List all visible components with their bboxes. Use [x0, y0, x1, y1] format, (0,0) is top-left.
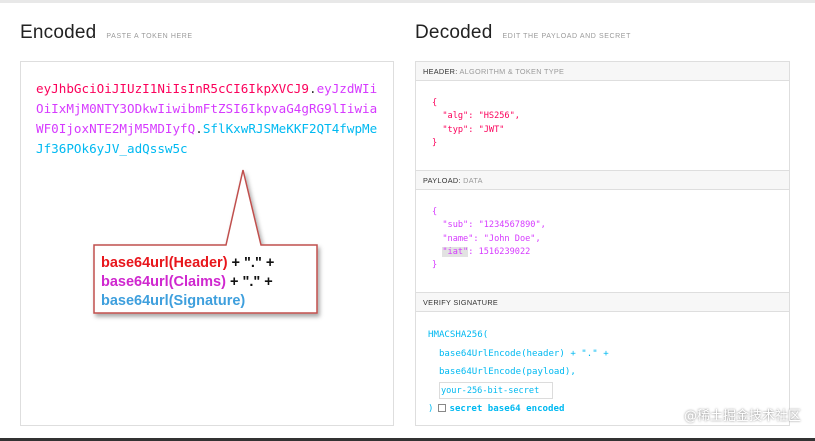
indent: [432, 247, 442, 257]
iat-key-highlighted[interactable]: "iat": [442, 246, 469, 257]
signature-editor: HMACSHA256( base64UrlEncode(header) + ".…: [416, 312, 789, 441]
callout-line-signature: base64url(Signature): [101, 292, 274, 311]
json-line-iat: "iat": 1516239022: [432, 246, 789, 259]
json-line-sub: "sub": "1234567890",: [432, 220, 546, 231]
callout-text: base64url(Header) + "." + base64url(Clai…: [101, 254, 274, 311]
top-divider: [0, 0, 815, 3]
iat-value: : 1516239022: [468, 246, 531, 257]
json-line: }: [432, 260, 438, 271]
payload-json-editor[interactable]: { "sub": "1234567890", "name": "John Doe…: [416, 190, 789, 293]
header-pane-sublabel: ALGORITHM & TOKEN TYPE: [459, 67, 565, 76]
header-pane-label: HEADER:: [423, 67, 458, 76]
encode-payload-line: base64UrlEncode(payload),: [428, 367, 576, 377]
close-line: ) secret base64 encoded: [428, 400, 789, 419]
secret-line: [428, 382, 789, 401]
header-pane-title: HEADER: ALGORITHM & TOKEN TYPE: [416, 62, 789, 81]
token-dot: .: [195, 121, 203, 136]
close-paren: ): [428, 404, 434, 414]
json-line: "alg": "HS256",: [432, 111, 520, 122]
callout-concat: + "." +: [227, 255, 275, 271]
json-line: }: [432, 137, 438, 148]
token-signature-part: SflKxwRJSMeKKF2QT4fwpMeJf36POk6yJV_adQss…: [36, 121, 378, 156]
payload-pane-sublabel: DATA: [463, 176, 483, 185]
base64-checkbox[interactable]: [438, 404, 447, 412]
callout-signature-label: base64url(Signature): [101, 293, 246, 309]
token-header-part: eyJhbGciOiJIUzI1NiIsInR5cCI6IkpXVCJ9: [36, 81, 309, 96]
json-line: {: [432, 207, 438, 217]
hmac-function-line: HMACSHA256(: [428, 330, 489, 340]
decoded-section-title: Decoded EDIT THE PAYLOAD AND SECRET: [415, 22, 631, 44]
payload-pane-title: PAYLOAD: DATA: [416, 171, 789, 190]
secret-input[interactable]: [438, 382, 553, 399]
json-line-name: "name": "John Doe",: [432, 233, 541, 244]
encoded-heading: Encoded: [20, 22, 97, 43]
json-line: "typ": "JWT": [432, 124, 505, 135]
token-dot: .: [308, 81, 317, 96]
encode-header-line: base64UrlEncode(header) + "." +: [428, 348, 609, 359]
signature-pane-label: VERIFY SIGNATURE: [423, 298, 499, 307]
signature-pane-title: VERIFY SIGNATURE: [416, 293, 789, 312]
token-payload-part: eyJzdWIiOiIxMjM0NTY3ODkwIiwibmFtZSI6Ikpv…: [36, 81, 378, 136]
watermark-text: @稀土掘金技术社区: [683, 409, 801, 424]
header-json-editor[interactable]: { "alg": "HS256", "typ": "JWT" }: [416, 81, 789, 171]
callout-header-label: base64url(Header): [101, 255, 228, 271]
callout-line-claims: base64url(Claims) + "." +: [101, 273, 274, 292]
encoded-section-title: Encoded PASTE A TOKEN HERE: [20, 22, 193, 44]
callout-line-header: base64url(Header) + "." +: [101, 254, 274, 273]
decoded-panel: HEADER: ALGORITHM & TOKEN TYPE { "alg": …: [415, 61, 790, 426]
callout-concat: + "." +: [225, 274, 273, 290]
json-line: {: [432, 98, 438, 108]
base64-checkbox-label[interactable]: secret base64 encoded: [449, 404, 565, 414]
decoded-subheading: EDIT THE PAYLOAD AND SECRET: [502, 33, 631, 40]
encoded-subheading: PASTE A TOKEN HERE: [106, 33, 193, 40]
payload-pane-label: PAYLOAD:: [423, 176, 461, 185]
token-text[interactable]: eyJhbGciOiJIUzI1NiIsInR5cCI6IkpXVCJ9.eyJ…: [36, 79, 381, 159]
callout-claims-label: base64url(Claims): [101, 274, 226, 290]
decoded-heading: Decoded: [415, 22, 493, 43]
encoded-token-editor[interactable]: eyJhbGciOiJIUzI1NiIsInR5cCI6IkpXVCJ9.eyJ…: [20, 61, 394, 426]
bottom-divider: [0, 438, 815, 441]
